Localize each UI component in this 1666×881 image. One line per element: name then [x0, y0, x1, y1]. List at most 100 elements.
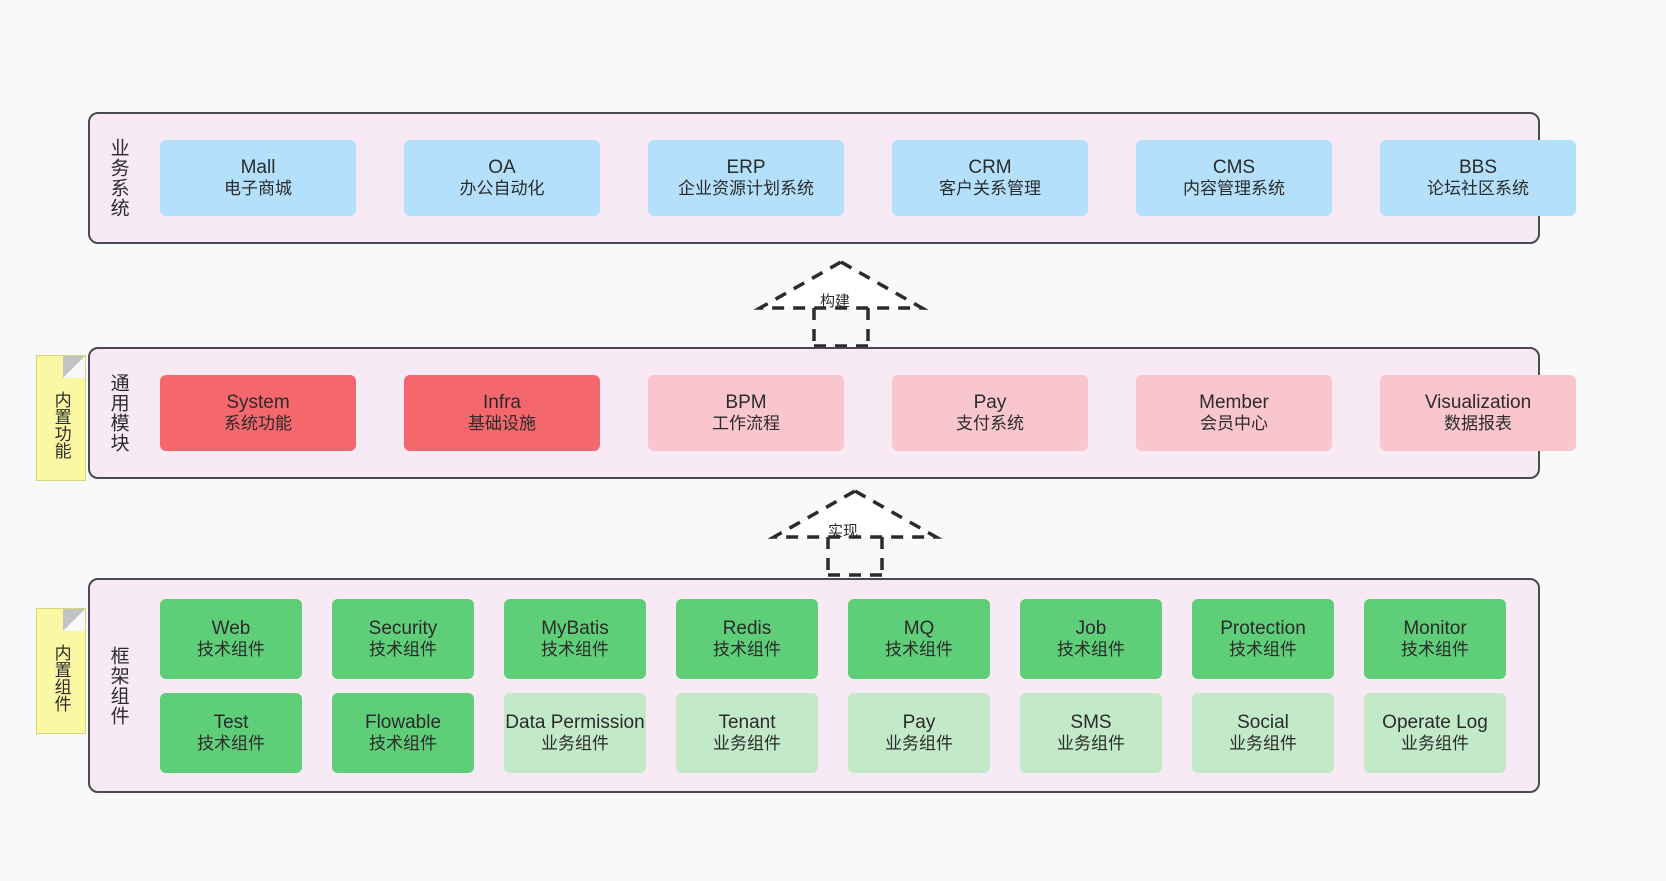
sticky-note-builtin-components: 内置组件: [36, 608, 86, 734]
node-member[interactable]: Member 会员中心: [1136, 375, 1332, 451]
node-label-cn: 业务组件: [1229, 733, 1297, 753]
node-label-cn: 技术组件: [197, 639, 265, 659]
node-tenant[interactable]: Tenant 业务组件: [676, 692, 818, 773]
layer-body-modules: System 系统功能 Infra 基础设施 BPM 工作流程 Pay 支付系统…: [146, 349, 1590, 477]
node-label-en: CMS: [1212, 157, 1256, 179]
node-label-en: Mall: [240, 157, 276, 179]
node-label-cn: 业务组件: [1057, 733, 1125, 753]
node-label-en: Infra: [482, 392, 522, 414]
node-label-cn: 企业资源计划系统: [678, 179, 814, 199]
node-system[interactable]: System 系统功能: [160, 375, 356, 451]
node-label-cn: 技术组件: [885, 639, 953, 659]
layer-body-framework: Web 技术组件 Security 技术组件 MyBatis 技术组件 Redi…: [146, 580, 1538, 791]
sticky-note-label: 内置组件: [51, 644, 71, 712]
uml-generalization-arrow-build: 构建: [753, 258, 929, 348]
node-label-cn: 业务组件: [541, 733, 609, 753]
sticky-note-builtin-functions: 内置功能: [36, 355, 86, 481]
node-label-cn: 论坛社区系统: [1427, 179, 1529, 199]
node-monitor[interactable]: Monitor 技术组件: [1364, 598, 1506, 679]
node-label-en: CRM: [968, 157, 1012, 179]
node-web[interactable]: Web 技术组件: [160, 598, 302, 679]
node-label-cn: 支付系统: [956, 414, 1024, 434]
layer-title-modules: 通用模块: [107, 373, 129, 453]
node-label-en: Redis: [722, 617, 772, 639]
node-label-en: Security: [368, 617, 438, 639]
node-mybatis[interactable]: MyBatis 技术组件: [504, 598, 646, 679]
node-mq[interactable]: MQ 技术组件: [848, 598, 990, 679]
node-label-cn: 技术组件: [369, 733, 437, 753]
node-test[interactable]: Test 技术组件: [160, 692, 302, 773]
node-label-cn: 技术组件: [1401, 639, 1469, 659]
node-label-cn: 工作流程: [712, 414, 780, 434]
node-label-en: Data Permission: [505, 711, 645, 733]
node-row: Mall 电子商城 OA 办公自动化 ERP 企业资源计划系统 CRM 客户关系…: [160, 140, 1576, 216]
node-label-cn: 业务组件: [713, 733, 781, 753]
node-label-cn: 系统功能: [224, 414, 292, 434]
node-label-en: BPM: [725, 392, 767, 414]
node-oa[interactable]: OA 办公自动化: [404, 140, 600, 216]
node-operate-log[interactable]: Operate Log 业务组件: [1364, 692, 1506, 773]
node-label-cn: 数据报表: [1444, 414, 1512, 434]
node-label-en: Pay: [973, 392, 1007, 414]
node-label-cn: 技术组件: [713, 639, 781, 659]
node-bpm[interactable]: BPM 工作流程: [648, 375, 844, 451]
node-row: System 系统功能 Infra 基础设施 BPM 工作流程 Pay 支付系统…: [160, 375, 1576, 451]
layer-business-systems: 业务系统 Mall 电子商城 OA 办公自动化 ERP 企业资源计划系统 CRM…: [88, 112, 1576, 244]
node-label-cn: 客户关系管理: [939, 179, 1041, 199]
node-label-en: Monitor: [1403, 617, 1467, 639]
node-security[interactable]: Security 技术组件: [332, 598, 474, 679]
node-mall[interactable]: Mall 电子商城: [160, 140, 356, 216]
node-job[interactable]: Job 技术组件: [1020, 598, 1162, 679]
node-label-en: Flowable: [364, 711, 442, 733]
node-label-en: SMS: [1070, 711, 1112, 733]
node-label-cn: 技术组件: [197, 733, 265, 753]
node-label-en: Member: [1199, 392, 1269, 414]
node-cms[interactable]: CMS 内容管理系统: [1136, 140, 1332, 216]
node-label-cn: 技术组件: [369, 639, 437, 659]
arrow-label-build: 构建: [820, 293, 851, 310]
node-label-en: System: [226, 392, 290, 414]
node-label-en: Web: [211, 617, 251, 639]
uml-generalization-arrow-implement: 实现: [767, 487, 943, 577]
node-sms[interactable]: SMS 业务组件: [1020, 692, 1162, 773]
layer-body-business: Mall 电子商城 OA 办公自动化 ERP 企业资源计划系统 CRM 客户关系…: [146, 114, 1590, 242]
arrow-head-triangle: [753, 259, 929, 310]
node-infra[interactable]: Infra 基础设施: [404, 375, 600, 451]
node-crm[interactable]: CRM 客户关系管理: [892, 140, 1088, 216]
node-social[interactable]: Social 业务组件: [1192, 692, 1334, 773]
node-row-tech: Web 技术组件 Security 技术组件 MyBatis 技术组件 Redi…: [160, 598, 1524, 679]
node-redis[interactable]: Redis 技术组件: [676, 598, 818, 679]
node-pay[interactable]: Pay 支付系统: [892, 375, 1088, 451]
node-erp[interactable]: ERP 企业资源计划系统: [648, 140, 844, 216]
node-label-cn: 基础设施: [468, 414, 536, 434]
sticky-note-label: 内置功能: [51, 391, 71, 459]
node-bbs[interactable]: BBS 论坛社区系统: [1380, 140, 1576, 216]
layer-common-modules: 通用模块 System 系统功能 Infra 基础设施 BPM 工作流程 Pay…: [88, 347, 1576, 479]
node-flowable[interactable]: Flowable 技术组件: [332, 692, 474, 773]
node-label-en: Visualization: [1424, 392, 1532, 414]
node-label-cn: 业务组件: [1401, 733, 1469, 753]
node-label-en: OA: [488, 157, 516, 179]
node-visualization[interactable]: Visualization 数据报表: [1380, 375, 1576, 451]
node-label-cn: 办公自动化: [459, 179, 545, 199]
node-label-cn: 内容管理系统: [1183, 179, 1285, 199]
node-label-cn: 技术组件: [1057, 639, 1125, 659]
node-label-en: MQ: [903, 617, 935, 639]
node-label-en: MyBatis: [541, 617, 609, 639]
arrow-head-triangle: [767, 488, 943, 539]
node-pay-component[interactable]: Pay 业务组件: [848, 692, 990, 773]
node-label-en: Test: [213, 711, 249, 733]
node-data-permission[interactable]: Data Permission 业务组件: [504, 692, 646, 773]
node-protection[interactable]: Protection 技术组件: [1192, 598, 1334, 679]
arrow-label-implement: 实现: [828, 523, 859, 540]
node-label-en: ERP: [726, 157, 766, 179]
node-label-cn: 技术组件: [1229, 639, 1297, 659]
node-label-en: Social: [1237, 711, 1289, 733]
node-label-cn: 业务组件: [885, 733, 953, 753]
node-row-business: Test 技术组件 Flowable 技术组件 Data Permission …: [160, 692, 1524, 773]
node-label-en: Tenant: [718, 711, 776, 733]
layer-title-framework: 框架组件: [107, 645, 129, 726]
node-label-cn: 会员中心: [1200, 414, 1268, 434]
layer-title-business: 业务系统: [107, 138, 129, 218]
